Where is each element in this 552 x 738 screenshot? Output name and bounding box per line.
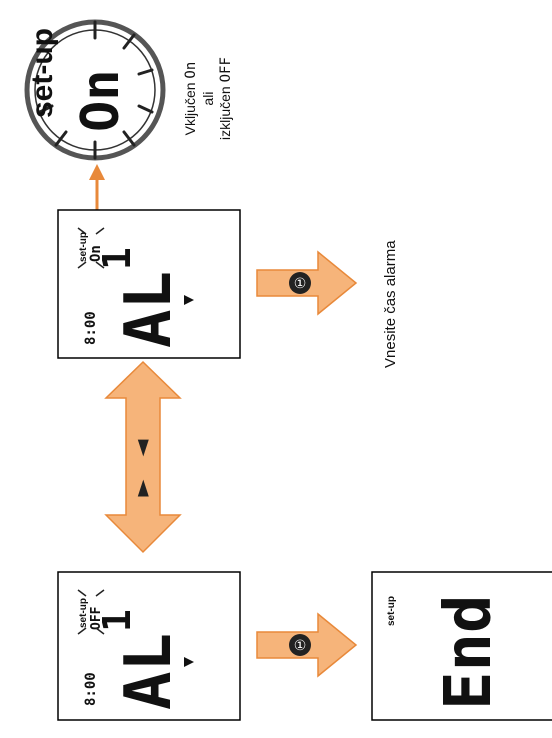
lcd1-blink-rays	[77, 227, 105, 269]
lcd2-off: OFF	[89, 606, 104, 630]
lcd1-on: On	[88, 245, 104, 262]
enter-button-1: ①	[294, 276, 307, 292]
nav-up-button: ◄	[130, 439, 155, 456]
nav-down-button: ►	[130, 479, 155, 496]
lcd1-time: 8:00	[83, 311, 99, 345]
dial-on-text: On	[71, 69, 131, 132]
label-onoff-block: Vključen On ali izključen OFF	[182, 57, 235, 140]
lcd1-setup: set-up	[78, 232, 89, 262]
lcd1-alarm-num: 1	[95, 247, 139, 270]
lcd2-alarm-num: 1	[95, 609, 139, 632]
lcd2-blink-rays	[77, 589, 105, 635]
lcd2-alarm-mode: AL	[112, 633, 186, 710]
lcd1-alarm-mode: AL	[112, 271, 186, 348]
lcd3-end: End	[432, 594, 506, 710]
magnified-dial: set-up On	[24, 19, 166, 161]
label-on-word: On	[183, 61, 199, 79]
lcd1-indicator	[184, 295, 194, 305]
label-on-line: Vključen	[182, 82, 198, 136]
dial-setup-text: set-up	[26, 28, 59, 118]
lcd2-indicator	[184, 657, 194, 667]
lcd2-setup: set-up	[78, 598, 89, 628]
lcd-alarm-off: 8:00 set-up OFF AL 1	[57, 571, 241, 721]
enter-button-2: ①	[294, 638, 307, 654]
label-off-line: izključen	[217, 86, 233, 140]
lcd2-time: 8:00	[83, 672, 99, 706]
lcd-end: set-up End	[371, 571, 552, 721]
label-or: ali	[200, 91, 216, 106]
nav-double-arrow: ◄ ►	[104, 360, 182, 554]
dial-blink-rays	[38, 20, 154, 160]
lcd-alarm-on: 8:00 set-up On AL 1	[57, 209, 241, 359]
label-enter-alarm-time: Vnesite čas alarma	[382, 240, 399, 368]
enter-arrow-1: ①	[256, 250, 358, 316]
enter-arrow-2: ①	[256, 612, 358, 678]
label-off-word: OFF	[218, 57, 234, 83]
lcd3-setup: set-up	[386, 596, 397, 626]
